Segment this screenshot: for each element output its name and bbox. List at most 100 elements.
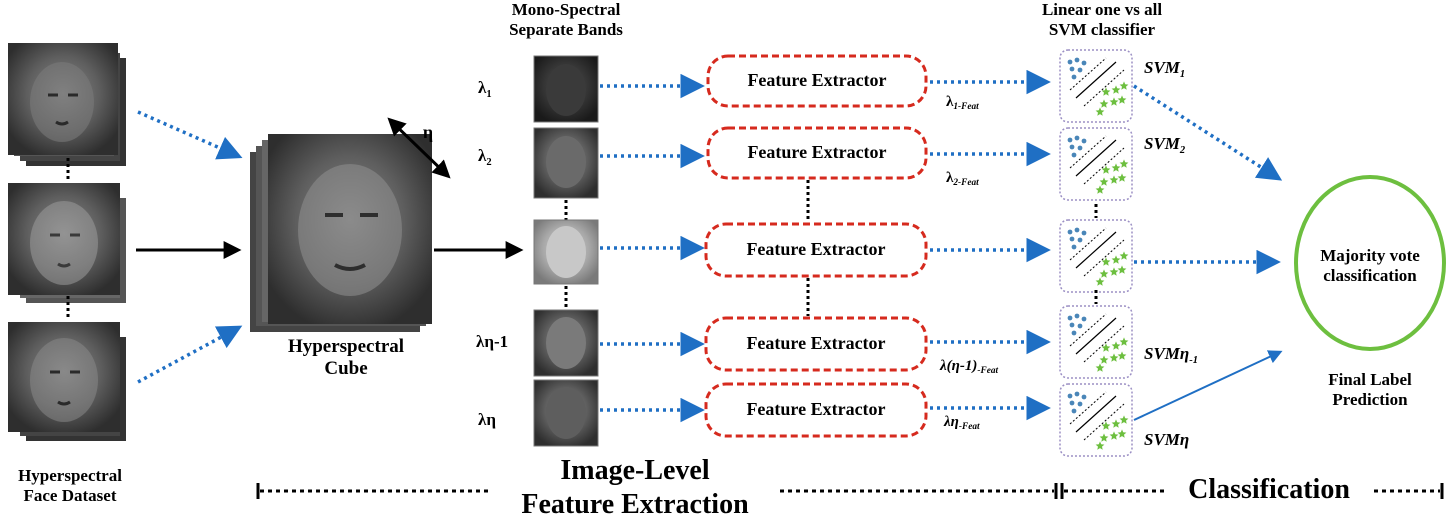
svm-dot bbox=[1074, 313, 1080, 319]
extractor-box-1 bbox=[706, 54, 928, 108]
feature-label-1: λ1-Feat bbox=[946, 94, 979, 113]
svm-star bbox=[1119, 81, 1129, 90]
cube-depth-arrow bbox=[387, 117, 451, 179]
cube-depth-symbol: η bbox=[422, 122, 434, 142]
svm-star bbox=[1117, 95, 1127, 104]
svm-dot bbox=[1069, 400, 1075, 406]
svm-star bbox=[1101, 87, 1111, 96]
svm-star bbox=[1111, 255, 1121, 264]
svm-label-4: SVMη-1 bbox=[1144, 344, 1199, 366]
svm-star bbox=[1119, 159, 1129, 168]
extractor-label-4: Feature Extractor bbox=[746, 333, 886, 353]
svm-box-1 bbox=[1059, 49, 1133, 123]
svm-star bbox=[1101, 343, 1111, 352]
feature-label-2: λ2-Feat bbox=[946, 170, 979, 189]
svm-star bbox=[1099, 355, 1109, 364]
svm-dot bbox=[1077, 237, 1083, 243]
svm-star bbox=[1109, 431, 1119, 440]
svm-star bbox=[1117, 173, 1127, 182]
svm-dot bbox=[1077, 323, 1083, 329]
svm-star bbox=[1111, 341, 1121, 350]
band-image-2 bbox=[533, 127, 599, 199]
majority-vote-circle bbox=[1294, 175, 1446, 351]
svm-dot bbox=[1077, 145, 1083, 151]
svm-star bbox=[1099, 177, 1109, 186]
extractor-box-3 bbox=[704, 222, 928, 278]
svm-dot bbox=[1081, 60, 1087, 66]
svm-star bbox=[1109, 97, 1119, 106]
svm-dot bbox=[1071, 74, 1077, 80]
svm-dot bbox=[1067, 315, 1073, 321]
arrow-dataset-bottom-to-cube bbox=[137, 325, 243, 384]
svm-star bbox=[1109, 353, 1119, 362]
extractor-box-5 bbox=[704, 382, 928, 438]
svm-dot bbox=[1069, 144, 1075, 150]
extractor-label-5: Feature Extractor bbox=[746, 399, 886, 419]
svm-dot bbox=[1067, 229, 1073, 235]
svm-dot bbox=[1074, 57, 1080, 63]
svm-dot bbox=[1081, 230, 1087, 236]
svm-star bbox=[1101, 165, 1111, 174]
svm-dot bbox=[1069, 66, 1075, 72]
dataset-stack-top bbox=[8, 43, 126, 166]
svm-box-5 bbox=[1059, 383, 1133, 457]
svm-star bbox=[1095, 363, 1105, 372]
svm-star bbox=[1119, 337, 1129, 346]
svm-dot bbox=[1081, 138, 1087, 144]
extractor-label-3: Feature Extractor bbox=[746, 239, 886, 259]
svm-star bbox=[1111, 163, 1121, 172]
svm-dot bbox=[1067, 137, 1073, 143]
svm-dot bbox=[1081, 394, 1087, 400]
svm-box-3 bbox=[1059, 219, 1133, 293]
svm-dot bbox=[1069, 322, 1075, 328]
svm-star bbox=[1095, 441, 1105, 450]
svm-box-4 bbox=[1059, 305, 1133, 379]
hyperspectral-cube bbox=[250, 134, 432, 332]
extractor-label-1: Feature Extractor bbox=[747, 70, 887, 90]
svm-dot bbox=[1077, 401, 1083, 407]
extractor-box-4 bbox=[704, 316, 928, 372]
svm-star bbox=[1117, 429, 1127, 438]
band-label-4: λη-1 bbox=[476, 332, 509, 351]
svm-dot bbox=[1077, 67, 1083, 73]
band-image-4 bbox=[533, 309, 599, 377]
svm-dot bbox=[1074, 227, 1080, 233]
svm-star bbox=[1101, 421, 1111, 430]
svm-star bbox=[1095, 107, 1105, 116]
band-image-1 bbox=[533, 55, 599, 123]
dataset-stack-mid bbox=[8, 183, 126, 303]
band-image-3 bbox=[533, 219, 599, 285]
svm-star bbox=[1109, 267, 1119, 276]
svm-dot bbox=[1074, 135, 1080, 141]
svm-dot bbox=[1071, 330, 1077, 336]
svm-star bbox=[1119, 251, 1129, 260]
band-label-2: λ2 bbox=[478, 146, 492, 168]
svm-star bbox=[1109, 175, 1119, 184]
band-label-5: λη bbox=[478, 410, 497, 429]
svm-dot bbox=[1071, 408, 1077, 414]
feature-label-5: λη-Feat bbox=[944, 414, 980, 433]
extractor-box-2 bbox=[706, 126, 928, 180]
svm-label-1: SVM1 bbox=[1144, 58, 1186, 80]
svm-star bbox=[1099, 269, 1109, 278]
svm-dot bbox=[1071, 152, 1077, 158]
svm-star bbox=[1111, 85, 1121, 94]
svm-label-5: SVMη bbox=[1144, 430, 1190, 449]
svm-star bbox=[1095, 185, 1105, 194]
band-image-5 bbox=[533, 379, 599, 447]
dataset-stack-bottom bbox=[8, 322, 126, 441]
feature-label-4: λ(η-1)-Feat bbox=[940, 358, 999, 377]
svm-dot bbox=[1067, 393, 1073, 399]
svm-dot bbox=[1069, 236, 1075, 242]
svm-dot bbox=[1067, 59, 1073, 65]
svm-star bbox=[1099, 433, 1109, 442]
arrow-svm5-to-vote bbox=[1133, 350, 1283, 421]
arrow-dataset-top-to-cube bbox=[137, 110, 243, 160]
svm-star bbox=[1119, 415, 1129, 424]
